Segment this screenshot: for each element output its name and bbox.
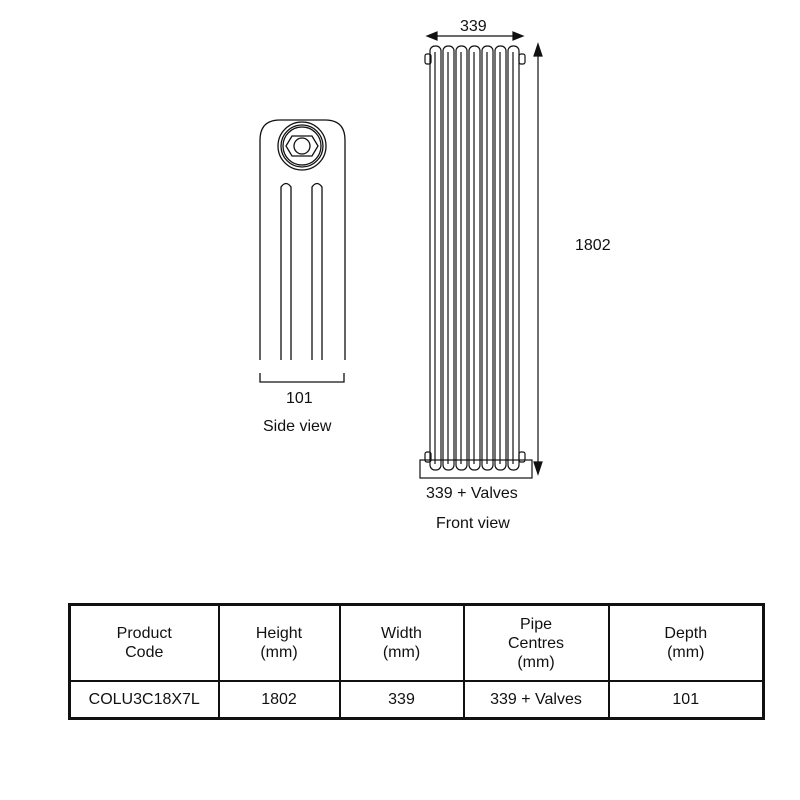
side-view-dimension: 101: [286, 390, 313, 407]
radiator-columns: [429, 45, 520, 471]
header-height: Height(mm): [217, 603, 341, 682]
cell-height: 1802: [217, 680, 341, 720]
front-width-dimension: 339: [460, 18, 487, 35]
cell-pipe-centres: 339 + Valves: [462, 680, 610, 720]
header-width: Width(mm): [338, 603, 465, 682]
front-view-drawing: [419, 31, 543, 479]
technical-drawing: [259, 31, 543, 479]
side-view-caption: Side view: [263, 418, 332, 435]
side-view-drawing: [259, 119, 346, 383]
front-pipe-dimension: 339 + Valves: [426, 485, 518, 502]
table-row: COLU3C18X7L 1802 339 339 + Valves 101: [68, 680, 765, 720]
front-height-dimension: 1802: [575, 237, 611, 254]
cell-product-code: COLU3C18X7L: [68, 680, 220, 720]
cell-depth: 101: [607, 680, 765, 720]
front-view-caption: Front view: [436, 515, 510, 532]
cell-width: 339: [338, 680, 465, 720]
header-depth: Depth(mm): [607, 603, 765, 682]
